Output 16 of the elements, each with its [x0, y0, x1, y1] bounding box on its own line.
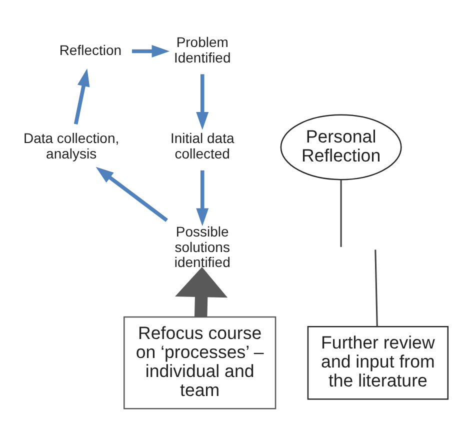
node-text: Problem Identified	[173, 34, 230, 65]
node-box: Refocus course on ‘processes’ – individual and team	[123, 316, 276, 409]
node-box: Further review and input from the literature	[306, 325, 448, 400]
arrow	[95, 166, 168, 222]
node-text: Possible solutions identified	[174, 223, 230, 270]
node-text: Reflection	[58, 41, 122, 58]
arrow	[174, 266, 228, 316]
node-text: Data collection, analysis	[23, 130, 119, 161]
connector	[374, 249, 378, 326]
node-text: Initial data collected	[170, 130, 234, 161]
node-ellipse: Personal Reflection	[280, 114, 402, 180]
arrow	[196, 74, 208, 130]
arrow	[73, 68, 90, 124]
connector	[340, 179, 342, 246]
arrow	[131, 44, 170, 58]
arrow	[196, 170, 208, 226]
